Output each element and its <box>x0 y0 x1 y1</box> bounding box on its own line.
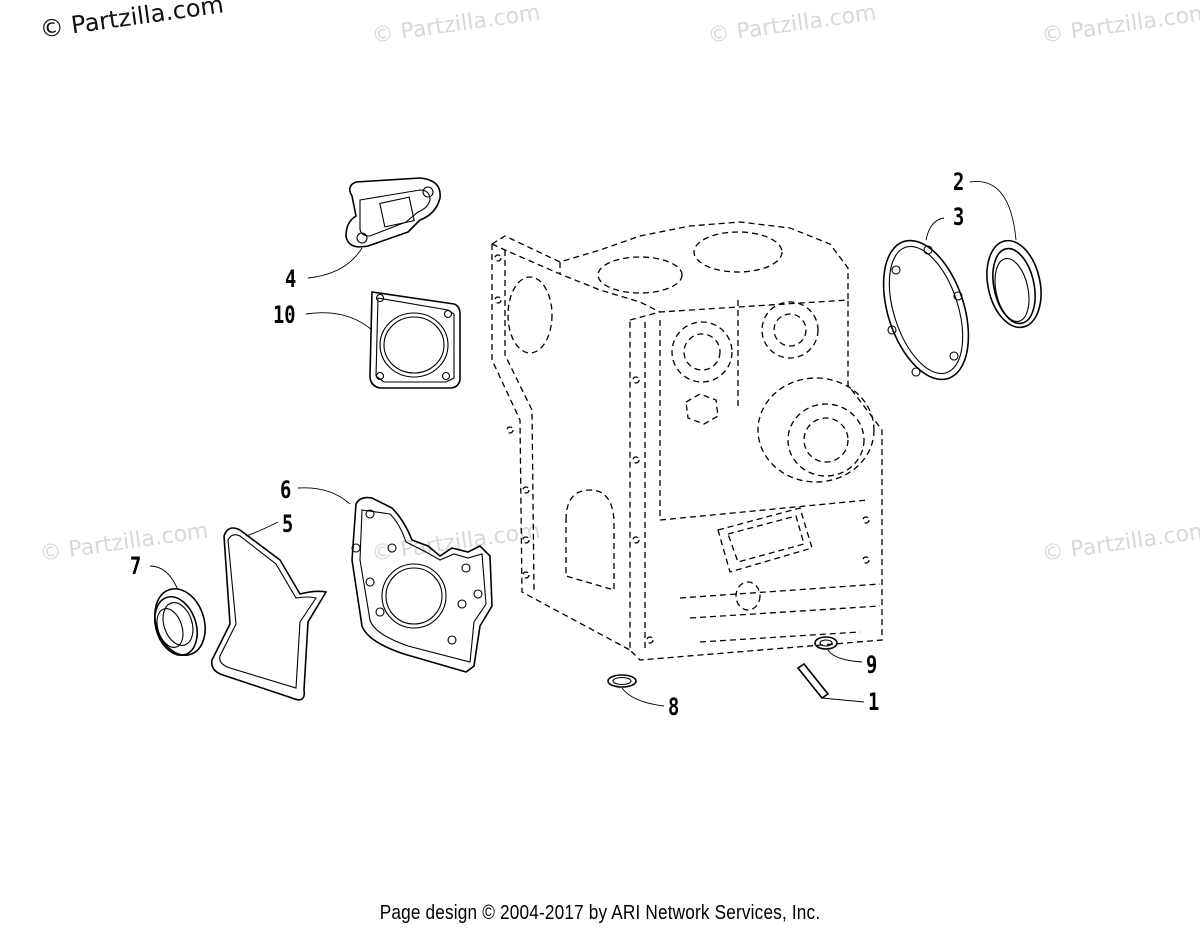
callout-5: 5 <box>282 510 294 538</box>
page-footer: Page design © 2004-2017 by ARI Network S… <box>379 902 821 924</box>
callout-9: 9 <box>866 651 878 679</box>
part-9-oring <box>814 636 838 650</box>
part-4-gasket <box>345 177 441 248</box>
callout-7: 7 <box>130 552 142 580</box>
part-5-gasket <box>210 527 328 701</box>
leader-lines <box>149 181 1017 707</box>
part-7-seal <box>154 588 206 656</box>
part-10-gasket <box>369 291 461 389</box>
callout-10: 10 <box>273 301 296 329</box>
engine-block-outline <box>491 221 883 661</box>
callout-3: 3 <box>953 203 965 231</box>
part-3-gasket <box>882 239 970 381</box>
part-1-pin <box>796 662 830 700</box>
callout-2: 2 <box>953 168 965 196</box>
callout-8: 8 <box>668 693 680 721</box>
part-6-gasket <box>351 496 493 673</box>
callout-1: 1 <box>868 688 880 716</box>
part-8-oring <box>607 674 637 688</box>
callout-6: 6 <box>280 476 292 504</box>
part-2-seal <box>986 239 1042 329</box>
callout-4: 4 <box>285 265 297 293</box>
